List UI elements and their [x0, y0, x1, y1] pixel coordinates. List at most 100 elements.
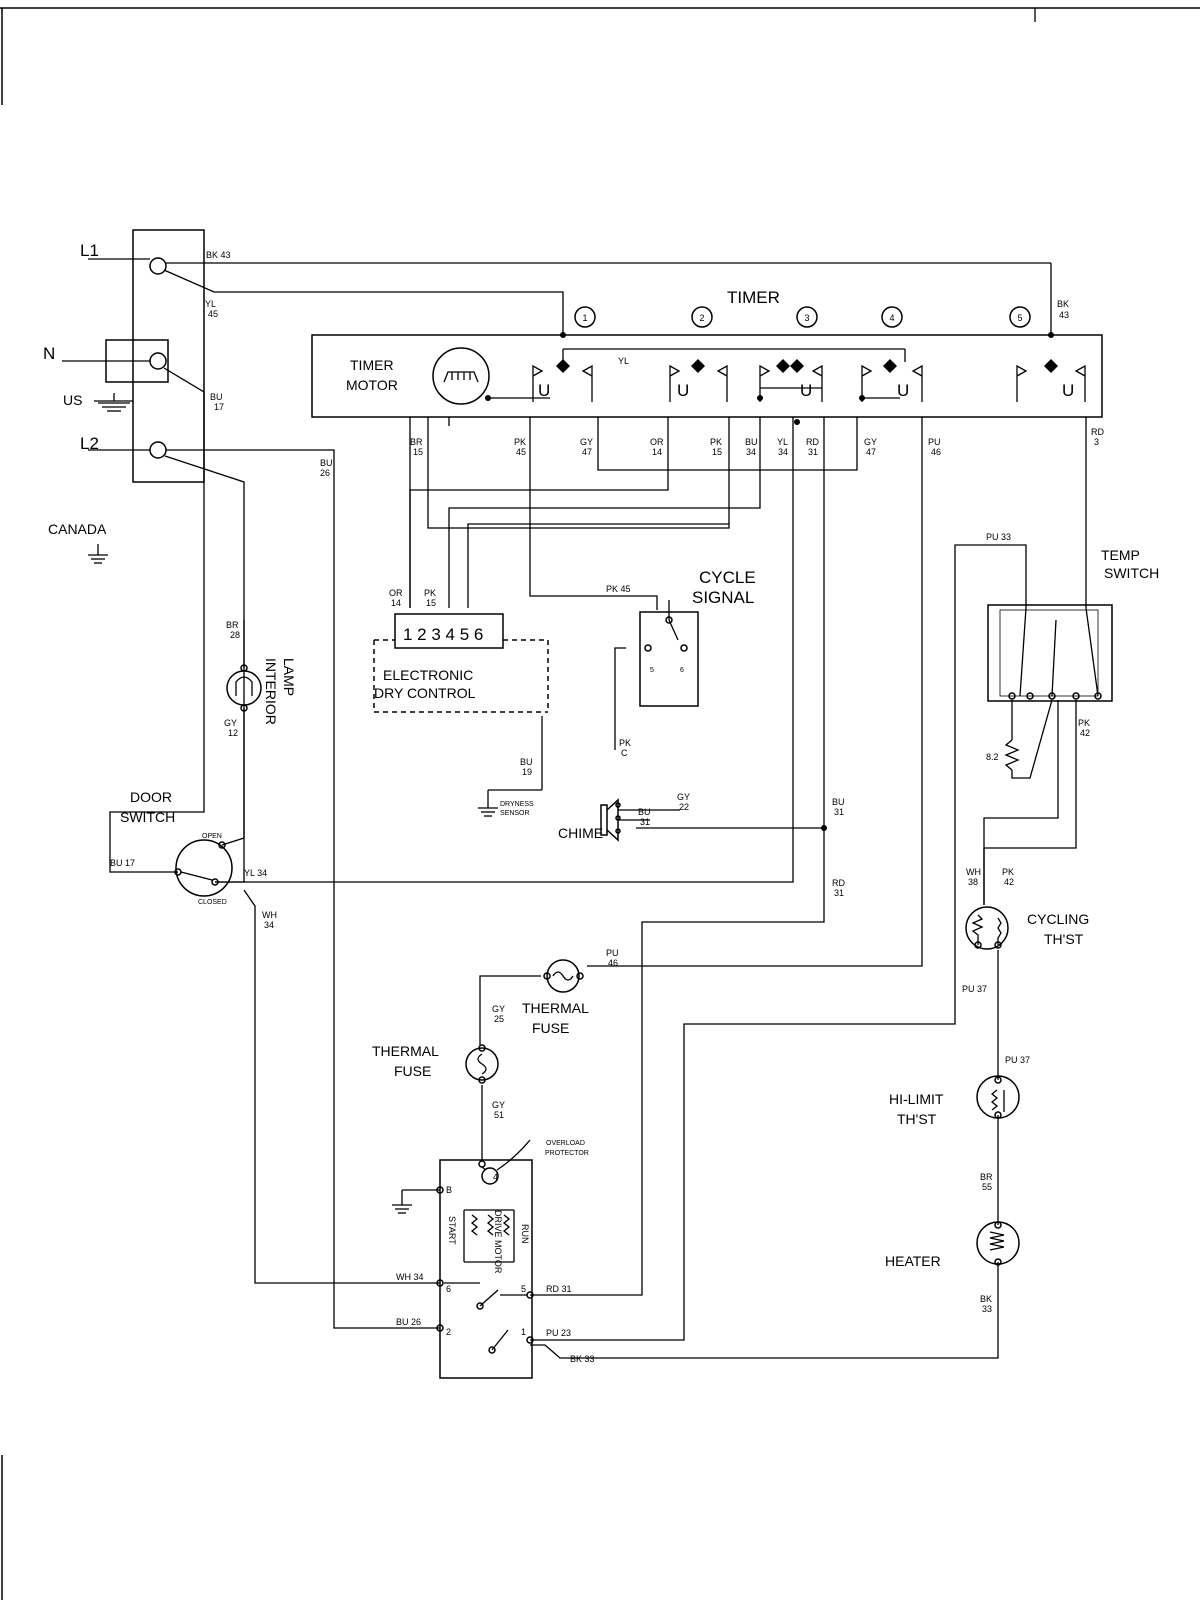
dryness-sensor-label-2: SENSOR: [500, 810, 530, 817]
thermal-fuse-b-label-2: FUSE: [532, 1020, 569, 1036]
wire-bu26-motor: BU 26: [396, 1317, 421, 1327]
canada-ground-icon: [88, 544, 108, 564]
chime-icon: [600, 798, 680, 842]
wire-yl45-a: YL: [205, 299, 216, 309]
wire-pk42-a: PK: [1002, 867, 1014, 877]
wire-pk42-b: 42: [1004, 877, 1014, 887]
svg-text:U: U: [1062, 381, 1074, 400]
temp-switch-label-1: TEMP: [1101, 547, 1140, 563]
door-switch-label-2: SWITCH: [120, 809, 175, 825]
cycle-contact-5: 5: [650, 667, 654, 674]
wire-bu31-b: 31: [834, 807, 844, 817]
page-border: [0, 7, 1200, 1600]
wire-bu31-chime-b: 31: [640, 817, 650, 827]
wire-pk45-cyc: PK 45: [606, 584, 631, 594]
wire-gy47b-b: 47: [866, 447, 876, 457]
thermal-fuse-a-label-1: THERMAL: [372, 1043, 439, 1059]
wire-bu34-a: BU: [745, 437, 758, 447]
wire-wh34-motor: WH 34: [396, 1272, 424, 1282]
switch-6: 6: [446, 1284, 451, 1294]
switch-5: 5: [521, 1284, 526, 1294]
us-label: US: [63, 392, 82, 408]
edc-label-2: DRY CONTROL: [374, 685, 476, 701]
wire-rd31-a: RD: [806, 437, 819, 447]
wire-pu46b-b: 46: [608, 958, 618, 968]
wire-gy51-b: 51: [494, 1110, 504, 1120]
wire-pu37-a: PU 37: [962, 984, 987, 994]
wire-gy25-a: GY: [492, 1004, 505, 1014]
wire-bu31-a: BU: [832, 797, 845, 807]
wire-gy12-b: 12: [228, 728, 238, 738]
svg-text:U: U: [538, 381, 550, 400]
wire-or14-b: 14: [652, 447, 662, 457]
wire-bu17-door: BU 17: [110, 858, 135, 868]
wire-br55-a: BR: [980, 1172, 993, 1182]
wire-yl34-door: YL 34: [244, 868, 267, 878]
cycle-signal-label-2: SIGNAL: [692, 588, 754, 607]
cycling-thst-label-2: TH'ST: [1044, 931, 1084, 947]
wire-yl34-b: 34: [778, 447, 788, 457]
wire-gy51-a: GY: [492, 1100, 505, 1110]
wire-rd31-motor: RD 31: [546, 1284, 572, 1294]
start-label: START: [447, 1216, 457, 1245]
wire-wh38-b: 38: [968, 877, 978, 887]
overload-label-1: OVERLOAD: [546, 1140, 585, 1147]
edc-label-1: ELECTRONIC: [383, 667, 473, 683]
wire-gy25-b: 25: [494, 1014, 504, 1024]
wire-bu19-b: 19: [522, 767, 532, 777]
wire-bk43-b: 43: [1059, 310, 1069, 320]
labels: L1 N L2 US CANADA TIMER TIMER MOTOR CYCL…: [43, 241, 1159, 1337]
wire-br55-b: 55: [982, 1182, 992, 1192]
timer-position-1: 1: [582, 313, 587, 323]
wire-pu46-b: 46: [931, 447, 941, 457]
overload-label-2: PROTECTOR: [545, 1150, 589, 1157]
hilimit-thst-label-1: HI-LIMIT: [889, 1091, 944, 1107]
wire-rd31b-a: RD: [832, 878, 845, 888]
wire-or14-a: OR: [650, 437, 664, 447]
switch-b: B: [446, 1185, 452, 1195]
resistor-value: 8.2: [986, 752, 999, 762]
timer-position-5: 5: [1017, 313, 1022, 323]
wire-yl45-b: 45: [208, 309, 218, 319]
switch-2: 2: [446, 1327, 451, 1337]
wire-pu46-a: PU: [928, 437, 941, 447]
wire-wh38-a: WH: [966, 867, 981, 877]
wire-or14-edc-b: 14: [391, 598, 401, 608]
timer-position-4: 4: [889, 313, 894, 323]
wire-rd3-b: 3: [1094, 437, 1099, 447]
wire-wh34-b: 34: [264, 920, 274, 930]
interior-lamp-label-1: INTERIOR: [263, 658, 279, 725]
wire-gy12-a: GY: [224, 718, 237, 728]
wire-pk42b-b: 42: [1080, 728, 1090, 738]
wire-pk15-edc-b: 15: [426, 598, 436, 608]
wire-pk15-edc-a: PK: [424, 588, 436, 598]
svg-text:U: U: [897, 381, 909, 400]
cycle-contact-6: 6: [680, 667, 684, 674]
wire-bu19-a: BU: [520, 757, 533, 767]
l2-label: L2: [80, 434, 99, 453]
edc-terminals: 1 2 3 4 5 6: [403, 625, 483, 644]
wire-yl34-a: YL: [777, 437, 788, 447]
timer-positions: 1 2 3 4 5: [582, 313, 1022, 323]
wire-bu17-b: 17: [214, 402, 224, 412]
door-open-label: OPEN: [202, 833, 222, 840]
temp-switch-label-2: SWITCH: [1104, 565, 1159, 581]
run-label: RUN: [520, 1224, 530, 1244]
wire-yl-bus: YL: [618, 356, 629, 366]
timer-motor-label-2: MOTOR: [346, 377, 398, 393]
n-label: N: [43, 344, 55, 363]
wire-bk33-motor: BK 33: [570, 1354, 595, 1364]
timer-position-3: 3: [804, 313, 809, 323]
wire-gy47b-a: GY: [864, 437, 877, 447]
wire-bu34-b: 34: [746, 447, 756, 457]
hilimit-thst-label-2: TH'ST: [897, 1111, 937, 1127]
l1-label: L1: [80, 241, 99, 260]
wire-codes: BK 43 YL 45 BU 17 BU 26 BK 43 YL BR 15 P…: [110, 250, 1104, 1364]
switch-1: 1: [521, 1327, 526, 1337]
wire-pu37-b: PU 37: [1005, 1055, 1030, 1065]
wire-pu23-motor: PU 23: [546, 1328, 571, 1338]
wire-bu26-a: BU: [320, 458, 333, 468]
switch-4: 4: [493, 1172, 498, 1182]
wire-rd31-b: 31: [808, 447, 818, 457]
